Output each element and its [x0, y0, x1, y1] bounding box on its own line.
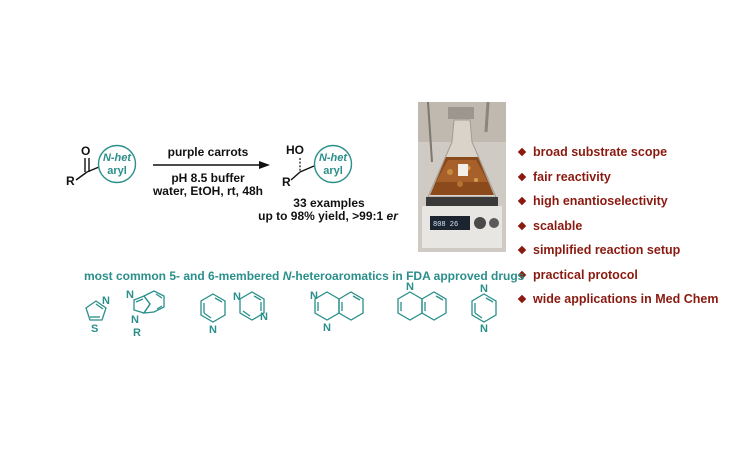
quinazoline-structure: [314, 291, 364, 321]
diamond-bullet-icon: [517, 172, 527, 181]
reaction-setup-photo: 808 26: [418, 102, 506, 252]
svg-text:808 26: 808 26: [433, 221, 458, 229]
benzimidazole-r-label: R: [133, 327, 141, 339]
pyrazine-n1-label: N: [480, 283, 488, 295]
title-prefix: most common 5- and 6-membered: [84, 269, 283, 283]
quinoline-n-label: N: [406, 281, 414, 293]
thiazole-n-label: N: [102, 295, 110, 307]
reactant-hetaryl-ring: [97, 144, 137, 184]
reactant-r-label: R: [66, 174, 75, 188]
pyrimidine-n1-label: N: [233, 291, 241, 303]
feature-item: wide applications in Med Chem: [517, 287, 719, 312]
quinazoline-n1-label: N: [310, 290, 318, 302]
quinazoline-n2-label: N: [323, 322, 331, 334]
heteroaromatic-structures: [85, 290, 497, 323]
thiazole-structure: [85, 300, 107, 321]
results-yield: up to 98% yield, >99:1 er: [250, 209, 406, 223]
feature-list: broad substrate scope fair reactivity hi…: [517, 140, 719, 312]
product-r-label: R: [282, 175, 291, 189]
pyridine-structure: [200, 293, 226, 323]
diamond-bullet-icon: [517, 197, 527, 206]
benzimidazole-structure: [133, 290, 165, 314]
condition-reagent: purple carrots: [167, 145, 249, 159]
benzimidazole-n2-label: N: [131, 314, 139, 326]
diamond-bullet-icon: [517, 246, 527, 255]
diamond-bullet-icon: [517, 221, 527, 230]
diamond-bullet-icon: [517, 148, 527, 157]
feature-item: simplified reaction setup: [517, 238, 718, 263]
condition-buffer: pH 8.5 buffer: [171, 171, 245, 185]
feature-label: scalable: [533, 218, 583, 233]
feature-label: simplified reaction setup: [533, 243, 681, 258]
benzimidazole-n-label: N: [126, 289, 134, 301]
feature-item: scalable: [517, 214, 718, 239]
feature-label: high enantioselectivity: [533, 194, 668, 209]
thiazole-s-label: S: [91, 323, 98, 335]
product-hydroxyl-label: HO: [286, 143, 304, 157]
reactant-oxygen-label: O: [81, 144, 90, 158]
results-examples: 33 examples: [293, 196, 365, 210]
pyrimidine-structure: [239, 291, 265, 321]
title-suffix: -heteroaromatics in FDA approved drugs: [291, 269, 525, 283]
pyridine-n-label: N: [209, 324, 217, 336]
feature-label: practical protocol: [533, 267, 638, 282]
pyrazine-structure: [471, 293, 497, 323]
results-er-italic: er: [386, 209, 398, 223]
product-alcohol: HO R N-het aryl: [282, 143, 353, 189]
title-italic-n: N: [282, 269, 292, 283]
feature-label: broad substrate scope: [533, 145, 668, 160]
reactant-ring-line2: aryl: [107, 165, 127, 177]
reaction-arrow: [153, 161, 270, 169]
feature-item: broad substrate scope: [517, 140, 718, 165]
heteroaromatics-title: most common 5- and 6-membered N-heteroar…: [84, 269, 524, 283]
product-ring-line2: aryl: [323, 165, 343, 177]
feature-item: practical protocol: [517, 263, 718, 288]
product-ring-line1: N-het: [319, 152, 348, 164]
reactant-ring-line1: N-het: [103, 152, 132, 164]
feature-label: wide applications in Med Chem: [533, 292, 719, 307]
feature-label: fair reactivity: [533, 169, 611, 184]
feature-item: fair reactivity: [517, 165, 718, 190]
feature-item: high enantioselectivity: [517, 189, 718, 214]
pyrimidine-n2-label: N: [260, 311, 268, 323]
product-hetaryl-ring: [313, 144, 353, 184]
reactant-ketone: O R N-het aryl: [66, 144, 137, 188]
quinoline-structure: [397, 291, 447, 321]
pyrazine-n2-label: N: [480, 323, 488, 335]
results-yield-text: up to 98% yield, >99:1: [258, 209, 387, 223]
condition-solvent: water, EtOH, rt, 48h: [152, 184, 264, 198]
diamond-bullet-icon: [517, 295, 527, 304]
